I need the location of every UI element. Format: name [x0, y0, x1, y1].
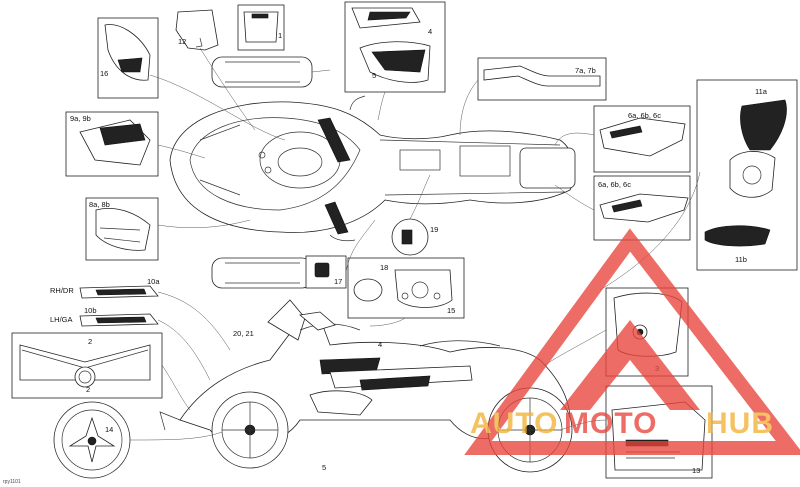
part-11: 11a 11b: [696, 79, 798, 271]
callout-10b: 10b: [84, 306, 97, 315]
part-tank-bottom: [211, 257, 313, 289]
callout-6-top: 6a, 6b, 6c: [628, 111, 661, 120]
part-16: 16: [97, 17, 159, 99]
callout-2-top: 2: [88, 337, 92, 346]
callout-15: 15: [447, 306, 455, 315]
watermark-peaks-icon: [560, 320, 700, 410]
callout-10a: 10a: [147, 277, 160, 286]
part-12: 12: [175, 9, 219, 51]
drawing-code: rpy1101: [3, 479, 21, 485]
part-2-nose: 2: [11, 332, 163, 399]
callout-4-bottom: 4: [378, 340, 382, 349]
callout-19: 19: [430, 225, 438, 234]
watermark: AUTO MOTO HUB: [464, 228, 800, 455]
callout-16: 16: [100, 69, 108, 78]
part-1: 1: [237, 4, 285, 51]
callout-4-top: 4: [428, 27, 432, 36]
watermark-triangle-outer-icon: [464, 228, 800, 455]
callout-20: 20, 21: [233, 329, 254, 338]
watermark-text-moto: MOTO: [564, 407, 657, 440]
callout-13: 13: [692, 466, 700, 475]
side-label-rh: RH/DR: [50, 286, 74, 295]
part-6-bottom: 6a, 6b, 6c: [593, 175, 691, 241]
callout-5-top: 5: [372, 71, 376, 80]
part-4-5-box: 4 5: [344, 1, 446, 93]
watermark-text-auto: AUTO: [470, 407, 558, 440]
vehicle-top-view: [169, 95, 576, 242]
part-10b: LH/GA 10b: [50, 306, 159, 327]
part-19: 19: [391, 218, 438, 256]
callout-12: 12: [178, 37, 186, 46]
callout-11a: 11a: [755, 87, 768, 96]
part-10a: RH/DR 10a: [50, 277, 160, 299]
callout-5-bottom: 5: [322, 463, 326, 472]
callout-18: 18: [380, 263, 388, 272]
watermark-text-hub: HUB: [706, 407, 774, 440]
callout-2-bottom: 2: [86, 385, 90, 394]
callout-1: 1: [278, 31, 282, 40]
part-9: 9a, 9b: [65, 111, 159, 177]
part-14: 14: [53, 401, 131, 479]
part-18-15: 18 15: [347, 257, 465, 319]
part-17: 17: [305, 255, 347, 289]
callout-11b: 11b: [735, 255, 747, 264]
callout-14: 14: [105, 425, 113, 434]
callout-8: 8a, 8b: [89, 200, 110, 209]
callout-17: 17: [334, 277, 342, 286]
callout-9: 9a, 9b: [70, 114, 91, 123]
callout-7: 7a, 7b: [575, 66, 596, 75]
part-8: 8a, 8b: [85, 197, 159, 261]
callout-6-bottom: 6a, 6b, 6c: [598, 180, 631, 189]
part-tank-top: [211, 56, 331, 88]
part-7: 7a, 7b: [477, 57, 607, 101]
side-label-lh: LH/GA: [50, 315, 73, 324]
part-6-top: 6a, 6b, 6c: [593, 105, 691, 173]
leader-lines: [129, 47, 701, 441]
